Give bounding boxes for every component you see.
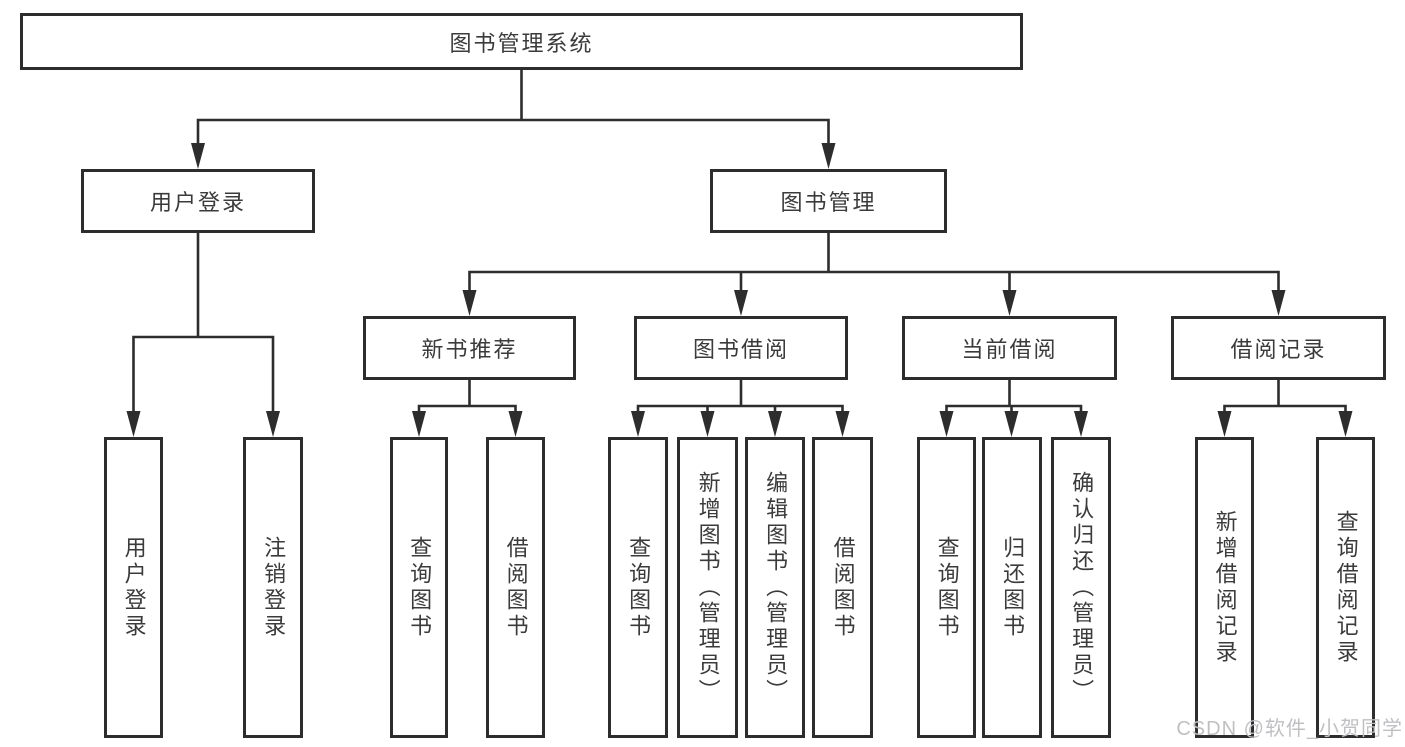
connector-user-login-branch	[132, 231, 275, 417]
node-confirm-return-admin: 确认归还（管理员）	[1051, 437, 1111, 738]
arrow-down-icon	[462, 290, 477, 316]
arrow-down-icon	[835, 411, 850, 437]
node-label: 查询图书	[934, 535, 960, 640]
node-user-login-leaf: 用户登录	[104, 437, 163, 738]
node-book-borrowing: 图书借阅	[634, 316, 848, 380]
node-label: 查询图书	[626, 535, 652, 640]
node-label: 借阅记录	[1230, 337, 1327, 362]
node-add-borrow-record: 新增借阅记录	[1195, 437, 1254, 738]
node-label: 用户登录	[149, 190, 246, 215]
node-label: 借阅图书	[503, 535, 529, 640]
node-query-books-new-book: 查询图书	[390, 437, 448, 738]
arrow-down-icon	[631, 411, 645, 437]
connector-new-book-branch	[417, 378, 517, 417]
node-label: 图书借阅	[692, 337, 789, 362]
node-query-borrow-record: 查询借阅记录	[1316, 437, 1375, 738]
node-label: 注销登录	[261, 535, 287, 640]
node-borrow-books-borrowing: 借阅图书	[812, 437, 873, 738]
connector-book-management-branch	[468, 231, 1280, 297]
node-query-books-current: 查询图书	[917, 437, 976, 738]
arrow-down-icon	[1004, 411, 1019, 437]
watermark-text: CSDN @软件_小贺同学	[1176, 718, 1403, 740]
node-label: 新增图书（管理员）	[695, 470, 721, 705]
node-book-management: 图书管理	[710, 169, 947, 233]
arrow-down-icon	[1217, 411, 1232, 437]
arrow-down-icon	[700, 411, 715, 437]
arrow-down-icon	[939, 411, 954, 437]
arrow-down-icon	[191, 143, 205, 169]
connector-root-to-level2	[196, 67, 830, 152]
node-borrow-books-new-book: 借阅图书	[486, 437, 545, 738]
node-label: 编辑图书（管理员）	[763, 470, 789, 705]
node-label: 确认归还（管理员）	[1069, 470, 1095, 705]
arrow-down-icon	[1338, 411, 1353, 437]
node-query-books-borrowing: 查询图书	[608, 437, 668, 738]
node-label: 用户登录	[121, 535, 147, 640]
node-label: 借阅图书	[830, 535, 856, 640]
connector-current-borrow-branch	[945, 378, 1083, 417]
node-label: 图书管理	[780, 190, 877, 215]
node-user-login: 用户登录	[81, 169, 315, 233]
arrow-down-icon	[821, 143, 836, 169]
node-edit-books-admin: 编辑图书（管理员）	[745, 437, 805, 738]
node-add-books-admin: 新增图书（管理员）	[677, 437, 738, 738]
node-book-management-system: 图书管理系统	[20, 13, 1023, 70]
arrow-down-icon	[126, 411, 141, 437]
arrow-down-icon	[1074, 411, 1088, 437]
node-label: 查询借阅记录	[1333, 509, 1359, 666]
node-logout: 注销登录	[243, 437, 303, 738]
node-label: 图书管理系统	[449, 30, 594, 56]
connector-book-borrow-branch	[636, 378, 844, 417]
node-return-books: 归还图书	[982, 437, 1042, 738]
arrow-down-icon	[412, 411, 426, 437]
connector-borrow-records-branch	[1223, 378, 1347, 417]
node-new-book-recommend: 新书推荐	[363, 316, 576, 380]
arrow-down-icon	[1002, 290, 1017, 316]
node-label: 新增借阅记录	[1212, 509, 1238, 666]
arrow-down-icon	[734, 290, 748, 316]
node-label: 当前借阅	[961, 337, 1058, 362]
node-label: 归还图书	[1000, 535, 1026, 640]
arrow-down-icon	[266, 411, 280, 437]
node-label: 新书推荐	[421, 337, 518, 362]
node-current-borrowing: 当前借阅	[902, 316, 1117, 380]
node-borrowing-records: 借阅记录	[1171, 316, 1386, 380]
arrow-down-icon	[1271, 290, 1286, 316]
arrow-down-icon	[768, 411, 782, 437]
node-label: 查询图书	[407, 535, 433, 640]
arrowheads	[126, 143, 1353, 437]
arrow-down-icon	[508, 411, 523, 437]
